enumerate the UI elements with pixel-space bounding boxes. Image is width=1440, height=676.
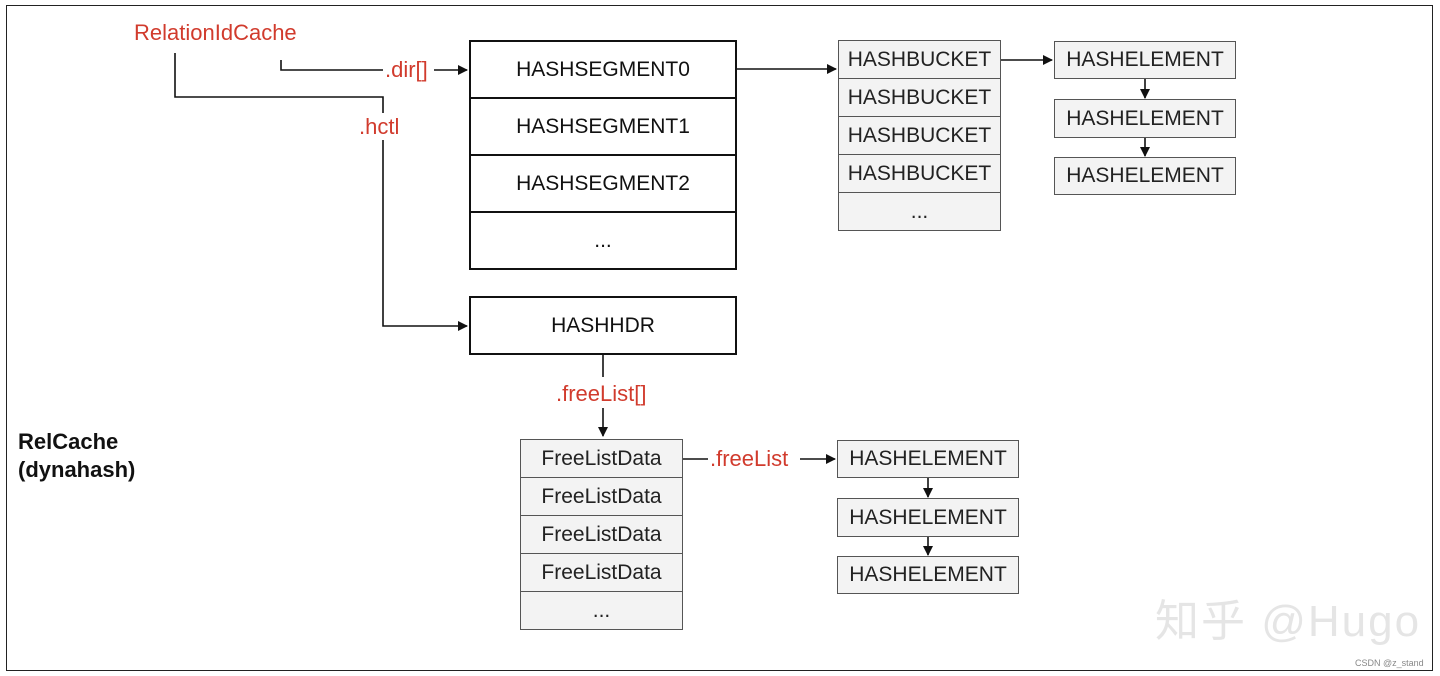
hash-bucket-0: HASHBUCKET [838,40,1001,79]
free-element-1: HASHELEMENT [837,498,1019,537]
hash-segment-more: ... [469,211,737,270]
dir-label: .dir[] [385,57,428,82]
freelist-array-label: .freeList[] [556,381,647,406]
bucket-element-2: HASHELEMENT [1054,157,1236,195]
free-element-2: HASHELEMENT [837,556,1019,594]
relation-id-cache-label: RelationIdCache [134,20,297,45]
freelist-data-0: FreeListData [520,439,683,478]
title-line-2: (dynahash) [18,457,136,482]
freelist-data-more: ... [520,591,683,630]
diagram-frame [6,5,1433,671]
hash-segment-2: HASHSEGMENT2 [469,154,737,213]
freelist-label: .freeList [710,446,789,471]
zhihu-watermark: 知乎 @Hugo [1155,597,1422,646]
hash-header: HASHHDR [469,296,737,355]
hctl-label: .hctl [359,114,400,139]
hash-bucket-1: HASHBUCKET [838,78,1001,117]
freelist-data-3: FreeListData [520,553,683,592]
title-line-1: RelCache [18,429,119,454]
bucket-element-0: HASHELEMENT [1054,41,1236,79]
bucket-element-1: HASHELEMENT [1054,99,1236,138]
diagram-title: RelCache (dynahash) [18,428,135,484]
freelist-data-1: FreeListData [520,477,683,516]
hctl-connector [174,53,384,113]
hash-bucket-2: HASHBUCKET [838,116,1001,155]
hctl-arrow [382,140,468,331]
hash-segment-1: HASHSEGMENT1 [469,97,737,156]
dir-connector [280,60,383,71]
hash-segment-0: HASHSEGMENT0 [469,40,737,99]
hash-bucket-more: ... [838,192,1001,231]
hash-bucket-3: HASHBUCKET [838,154,1001,193]
free-element-0: HASHELEMENT [837,440,1019,478]
csdn-watermark: CSDN @z_stand [1355,658,1424,668]
freelist-data-2: FreeListData [520,515,683,554]
